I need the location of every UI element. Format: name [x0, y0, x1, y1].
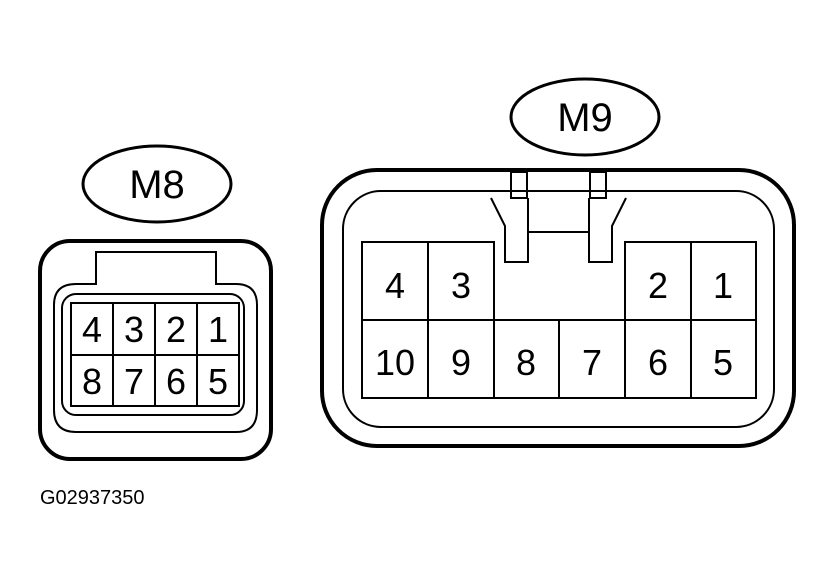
m8-label: M8	[129, 163, 185, 207]
connector-m9: M9 4 3 2 1 10 9	[320, 77, 796, 448]
m9-outer-housing	[320, 168, 796, 448]
m8-pin: 5	[208, 361, 228, 402]
m9-pin: 5	[713, 342, 733, 383]
m9-label: M9	[557, 96, 613, 140]
m8-outer-housing	[38, 239, 273, 461]
m9-lock-tab	[490, 171, 627, 263]
m9-pin: 1	[713, 265, 733, 306]
m9-pin: 2	[648, 265, 668, 306]
m8-pin-block	[61, 293, 245, 416]
m9-pin: 4	[385, 265, 405, 306]
figure-id: G02937350	[40, 487, 145, 509]
m9-pin: 7	[582, 342, 602, 383]
m9-pin: 8	[516, 342, 536, 383]
m8-label-bubble	[81, 144, 233, 224]
m8-pin: 6	[166, 361, 186, 402]
m8-inner-housing	[53, 251, 258, 433]
m9-pin: 10	[375, 342, 415, 383]
m9-pin: 3	[451, 265, 471, 306]
m8-pin: 4	[82, 309, 102, 350]
m9-pin-grid	[361, 241, 757, 399]
m8-pin: 7	[124, 361, 144, 402]
m9-inner-housing	[342, 190, 775, 428]
m9-pin: 9	[451, 342, 471, 383]
m8-pin: 3	[124, 309, 144, 350]
m8-pin-grid	[70, 302, 240, 407]
m9-pin: 6	[648, 342, 668, 383]
connector-m8: M8 4 3 2 1 8 7 6 5	[38, 144, 273, 461]
m8-pin: 8	[82, 361, 102, 402]
m8-pin: 1	[208, 309, 228, 350]
m8-pin: 2	[166, 309, 186, 350]
m9-label-bubble	[509, 77, 661, 157]
